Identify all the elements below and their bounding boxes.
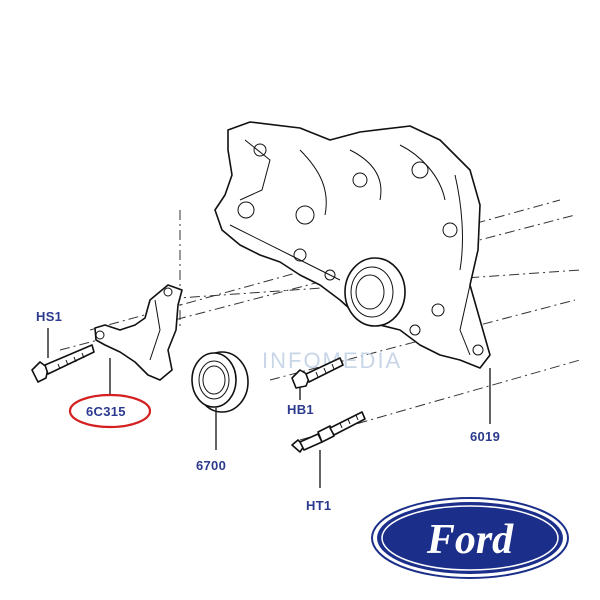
timing-cover-icon	[214, 121, 491, 369]
label-6019: 6019	[470, 429, 500, 444]
ford-logo-text: Ford	[426, 517, 514, 563]
label-6700: 6700	[196, 458, 226, 473]
seal-icon	[191, 351, 249, 413]
stud-icon	[291, 411, 366, 453]
label-6c315: 6C315	[86, 404, 126, 419]
bolt-icon	[291, 357, 344, 389]
bracket-icon	[94, 284, 183, 381]
label-hb1: HB1	[287, 402, 314, 417]
leader-lines	[47, 328, 491, 488]
label-ht1: HT1	[306, 498, 331, 513]
ford-logo-icon: Ford	[371, 497, 569, 579]
label-hs1: HS1	[36, 309, 62, 324]
highlight-ring	[68, 393, 152, 429]
bolt-icon	[31, 344, 95, 383]
